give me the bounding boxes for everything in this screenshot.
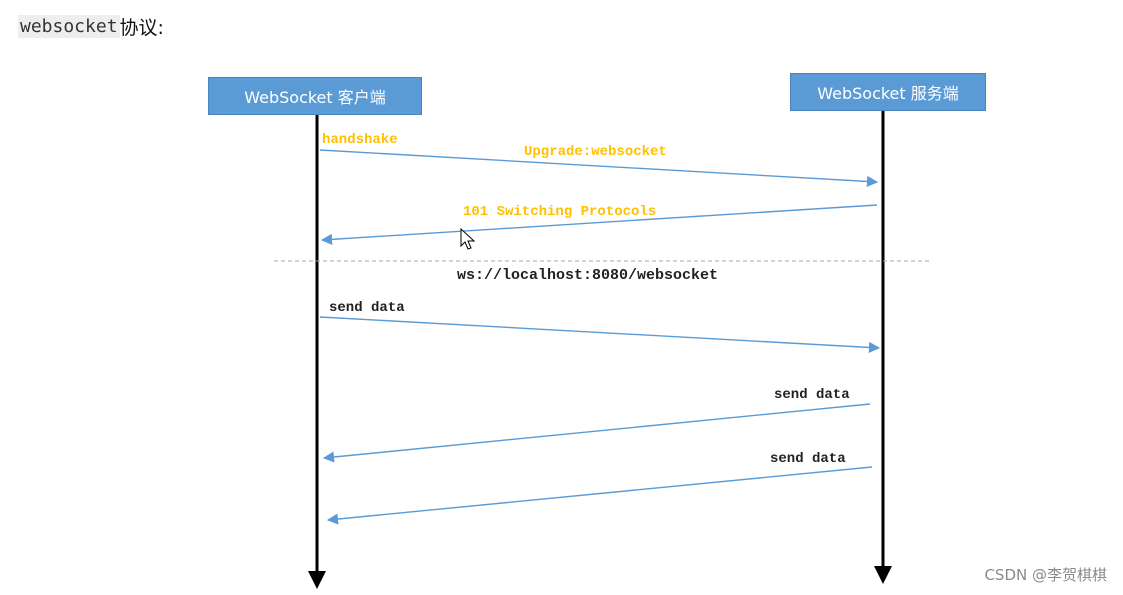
send-data-arrow-2 [322, 403, 871, 463]
send-data-label-2: send data [774, 387, 850, 403]
websocket-url: ws://localhost:8080/websocket [457, 267, 718, 284]
heading-text: 协议: [119, 17, 164, 39]
upgrade-label: Upgrade:websocket [524, 144, 667, 160]
send-data-label-3: send data [770, 451, 846, 467]
page-heading: websocket 协议: [18, 13, 164, 40]
switching-arrow [320, 204, 878, 245]
send-data-arrow-1 [319, 316, 881, 354]
send-data-label-1: send data [329, 300, 405, 316]
watermark: CSDN @李贺棋棋 [984, 566, 1107, 584]
send-data-arrow-3 [326, 466, 873, 525]
server-actor-box: WebSocket 服务端 [790, 73, 986, 111]
upgrade-arrow [319, 149, 879, 188]
handshake-label: handshake [322, 132, 398, 148]
mouse-cursor-icon [460, 227, 476, 250]
client-actor-box: WebSocket 客户端 [208, 77, 422, 115]
switching-label: 101 Switching Protocols [463, 204, 656, 220]
heading-code: websocket [18, 15, 120, 38]
